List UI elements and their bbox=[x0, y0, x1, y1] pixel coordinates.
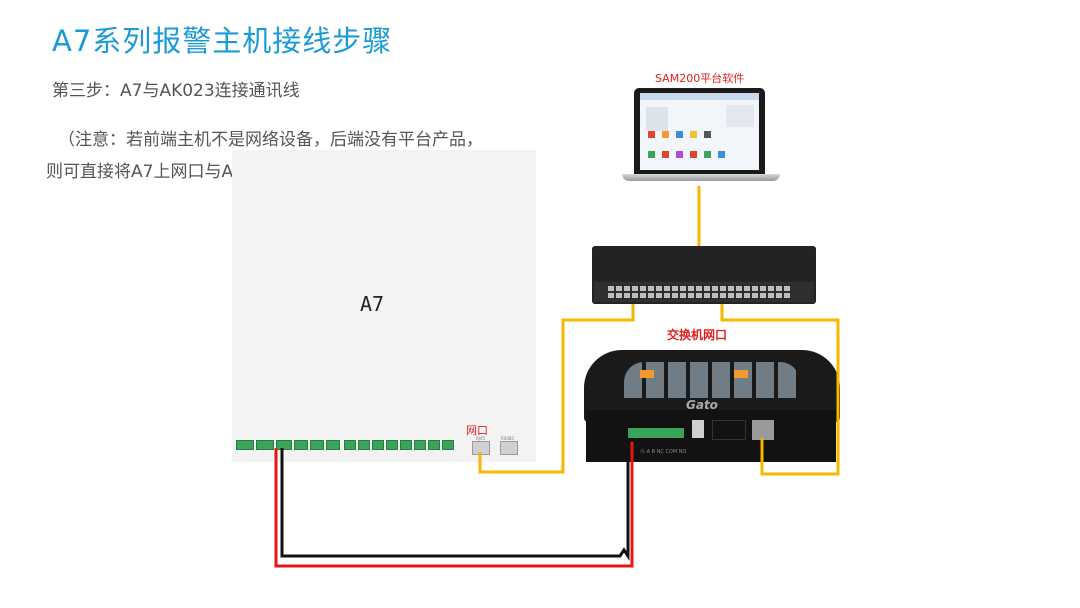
switch-label: 交换机网口 bbox=[667, 328, 728, 342]
switch-port-panel bbox=[594, 282, 814, 302]
a7-terminal-blocks bbox=[236, 440, 526, 460]
laptop-label: SAM200平台软件 bbox=[655, 72, 745, 85]
a7-label: A7 bbox=[360, 292, 385, 316]
a7-host-board bbox=[232, 150, 536, 462]
laptop-base bbox=[622, 174, 780, 181]
laptop-display bbox=[640, 93, 759, 170]
page-title: A7系列报警主机接线步骤 bbox=[52, 24, 393, 58]
a7-net-port-label: 网口 bbox=[466, 424, 488, 437]
ak023-io-text: Ⓐ A B NC COM NO bbox=[640, 449, 687, 455]
ak023-brand-logo: Gato bbox=[686, 398, 718, 412]
a7-rs485-port bbox=[500, 441, 518, 455]
a7-to-switch-cable bbox=[478, 304, 635, 474]
a7-port-caption-1: RJ45 bbox=[476, 436, 486, 441]
a7-port-caption-2: RS485 bbox=[501, 436, 514, 441]
black-signal-wire bbox=[280, 442, 630, 561]
note-line-1: （注意：若前端主机不是网络设备，后端没有平台产品， bbox=[58, 130, 483, 150]
red-signal-wire bbox=[274, 442, 634, 568]
switch-to-ak023-cable bbox=[720, 304, 840, 476]
step-heading: 第三步：A7与AK023连接通讯线 bbox=[52, 81, 300, 101]
